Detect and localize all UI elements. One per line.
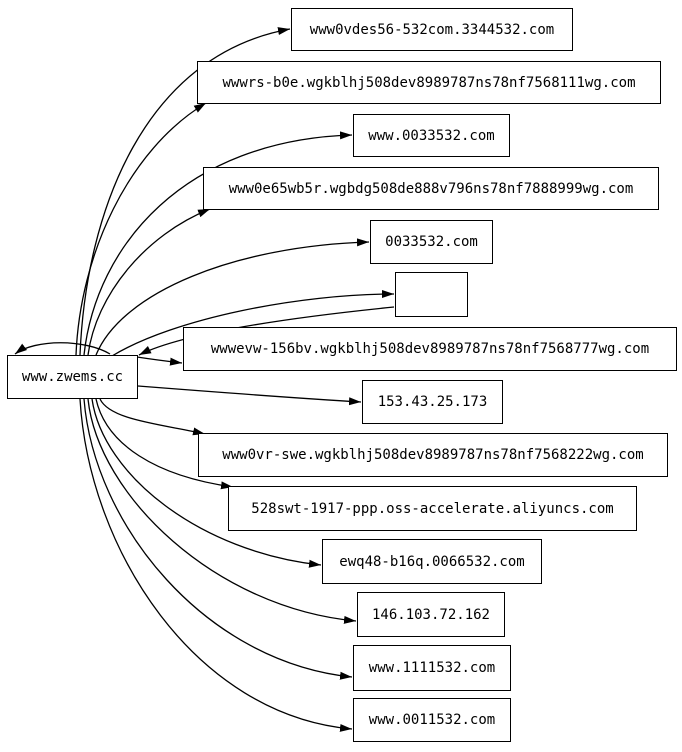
edge-return-arrow bbox=[138, 306, 395, 356]
edge-arrow-13 bbox=[79, 398, 353, 732]
edge-arrow-7 bbox=[137, 385, 362, 406]
graph-node: www0e65wb5r.wgbdg508de888v796ns78nf78889… bbox=[203, 167, 659, 210]
graph-node: wwwrs-b0e.wgkblhj508dev8989787ns78nf7568… bbox=[197, 61, 661, 104]
graph-node: www.0033532.com bbox=[353, 114, 510, 157]
edge-arrow-5 bbox=[111, 290, 395, 357]
graph-node: wwwevw-156bv.wgkblhj508dev8989787ns78nf7… bbox=[183, 327, 677, 371]
edge-arrow-1 bbox=[75, 102, 207, 356]
graph-node: 153.43.25.173 bbox=[362, 380, 503, 424]
edge-arrow-2 bbox=[83, 131, 353, 356]
edge-arrow-4 bbox=[95, 238, 370, 356]
edge-arrow-6 bbox=[136, 356, 183, 366]
graph-node-label: www.1111532.com bbox=[368, 660, 496, 676]
edge-arrow-3 bbox=[87, 208, 211, 356]
graph-node-label: www0vdes56-532com.3344532.com bbox=[309, 21, 555, 38]
graph-node-label: www.0033532.com bbox=[368, 127, 495, 144]
graph-node-empty bbox=[395, 272, 468, 317]
edge-arrow-0 bbox=[79, 27, 291, 356]
graph-node-label: www0vr-swe.wgkblhj508dev8989787ns78nf756… bbox=[222, 447, 644, 463]
graph-node-label: ewq48-b16q.0066532.com bbox=[339, 553, 525, 570]
edge-arrow-10 bbox=[91, 398, 322, 568]
graph-node: www0vr-swe.wgkblhj508dev8989787ns78nf756… bbox=[198, 433, 668, 477]
graph-node-label: wwwevw-156bv.wgkblhj508dev8989787ns78nf7… bbox=[210, 341, 650, 357]
graph-node-label: 0033532.com bbox=[385, 234, 478, 250]
edge-self-loop bbox=[14, 342, 111, 355]
edge-arrow-9 bbox=[95, 398, 234, 490]
edge-arrow-8 bbox=[99, 398, 206, 436]
graph-node: www0vdes56-532com.3344532.com bbox=[291, 8, 573, 51]
graph-node: www.1111532.com bbox=[353, 645, 511, 691]
graph-node: 146.103.72.162 bbox=[357, 592, 505, 637]
graph-node-label: wwwrs-b0e.wgkblhj508dev8989787ns78nf7568… bbox=[222, 74, 636, 91]
graph-node: 0033532.com bbox=[370, 220, 493, 264]
graph-node: www.0011532.com bbox=[353, 698, 511, 742]
graph-node-label: www0e65wb5r.wgbdg508de888v796ns78nf78889… bbox=[228, 180, 634, 197]
central-node-label: www.zwems.cc bbox=[21, 369, 124, 385]
graph-node: 528swt-1917-ppp.oss-accelerate.aliyuncs.… bbox=[228, 486, 637, 531]
central-node: www.zwems.cc bbox=[7, 355, 138, 399]
graph-node-label: 528swt-1917-ppp.oss-accelerate.aliyuncs.… bbox=[251, 500, 614, 517]
graph-node: ewq48-b16q.0066532.com bbox=[322, 539, 542, 584]
graph-node-label: 146.103.72.162 bbox=[371, 606, 490, 623]
graph-node-label: 153.43.25.173 bbox=[377, 394, 488, 410]
graph-node-label: www.0011532.com bbox=[368, 712, 496, 728]
edge-arrow-12 bbox=[83, 398, 353, 680]
edge-arrow-11 bbox=[87, 398, 357, 624]
